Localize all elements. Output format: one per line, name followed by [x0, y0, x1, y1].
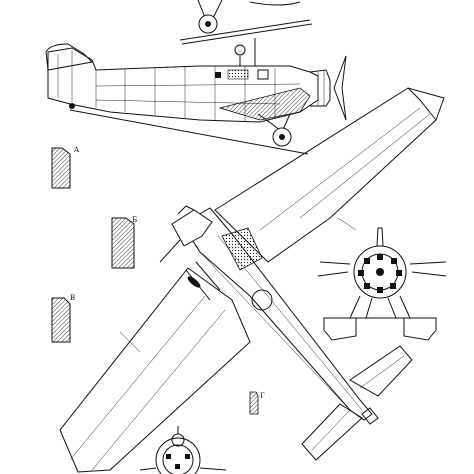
nose-engine [171, 209, 213, 247]
left-wing [59, 267, 251, 473]
fuselage [181, 207, 373, 421]
section-b: Б [111, 216, 137, 269]
right-stabilizer [349, 345, 413, 397]
side-propeller-icon [333, 55, 347, 121]
right-float [403, 317, 437, 341]
section-g: Г [249, 391, 265, 415]
plan-view [59, 87, 445, 473]
plan-insignia [251, 289, 273, 311]
radial-cylinders [358, 254, 402, 293]
side-view [45, 38, 347, 155]
top-view-fragment [179, 0, 313, 45]
section-a: A [51, 146, 80, 189]
section-label-g: Г [260, 392, 265, 400]
bottom-front-fragment [139, 426, 227, 474]
section-label-v: В [70, 294, 75, 302]
pitot-icon [234, 44, 246, 56]
front-view [317, 227, 447, 341]
section-v: В [51, 294, 75, 343]
left-float [323, 317, 357, 341]
section-label-b: Б [132, 216, 137, 224]
section-label-a: A [73, 146, 80, 154]
left-stabilizer [301, 403, 363, 461]
